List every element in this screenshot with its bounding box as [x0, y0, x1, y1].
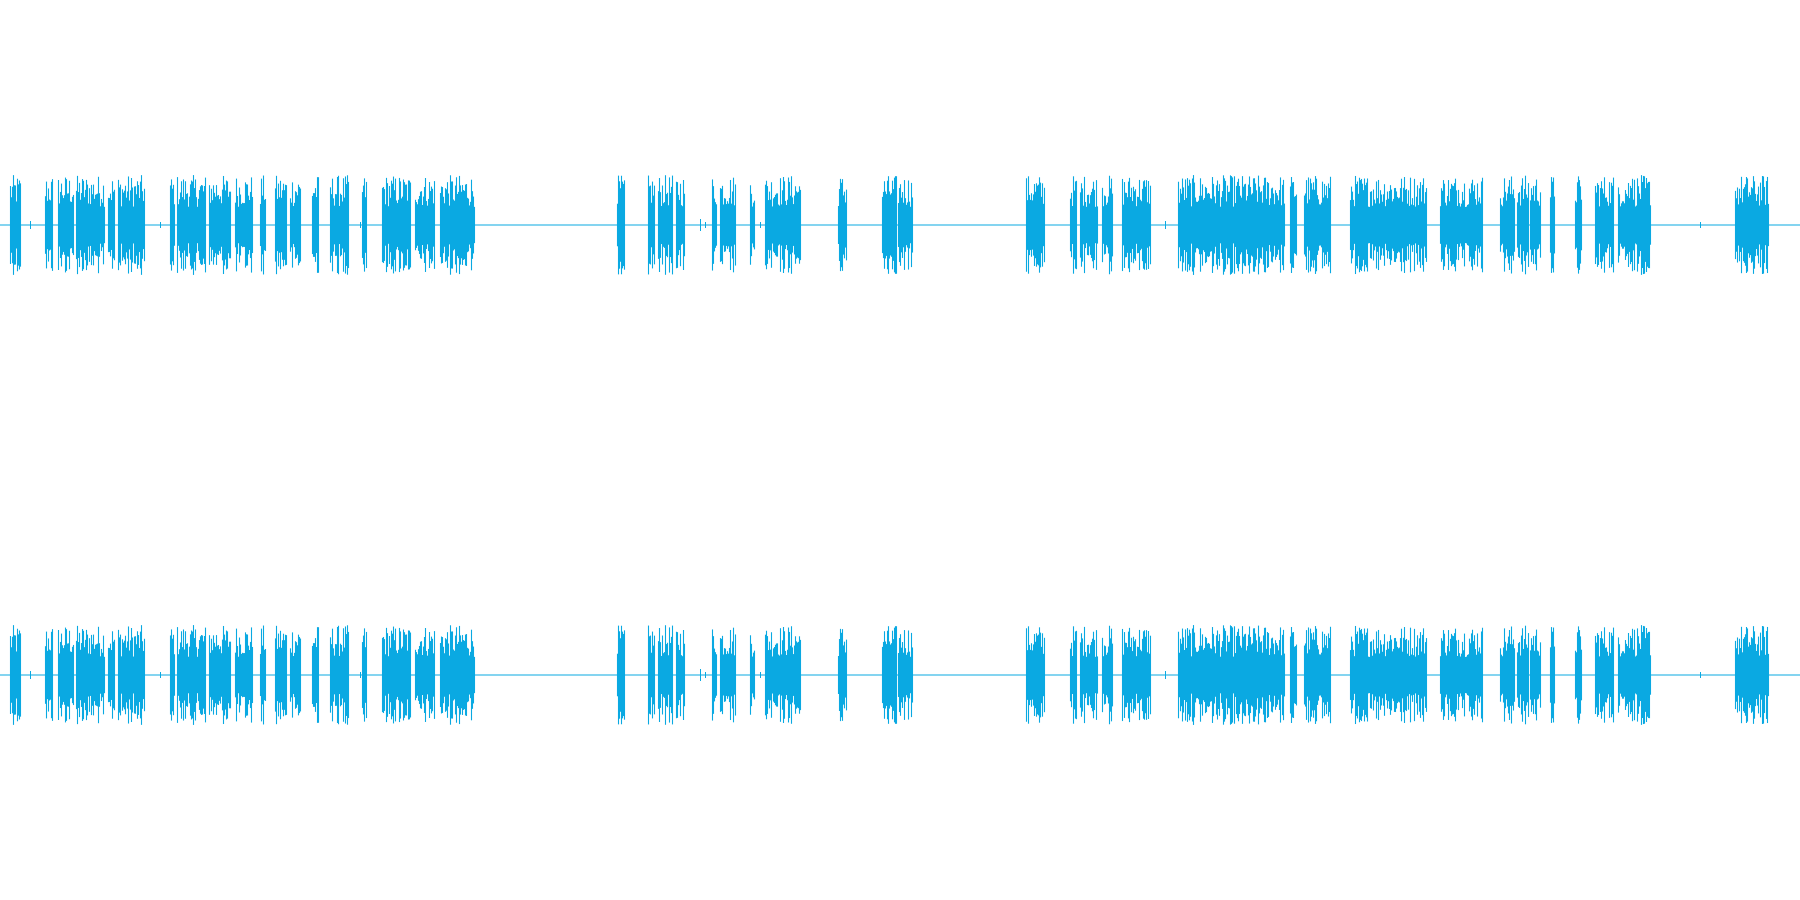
- waveform-channel-2: [0, 615, 1800, 735]
- waveform-channel-1: [0, 165, 1800, 285]
- waveform-bursts: [9, 625, 1770, 725]
- waveform-bursts: [9, 175, 1770, 275]
- waveform-plot: [0, 175, 1800, 275]
- waveform-plot: [0, 625, 1800, 725]
